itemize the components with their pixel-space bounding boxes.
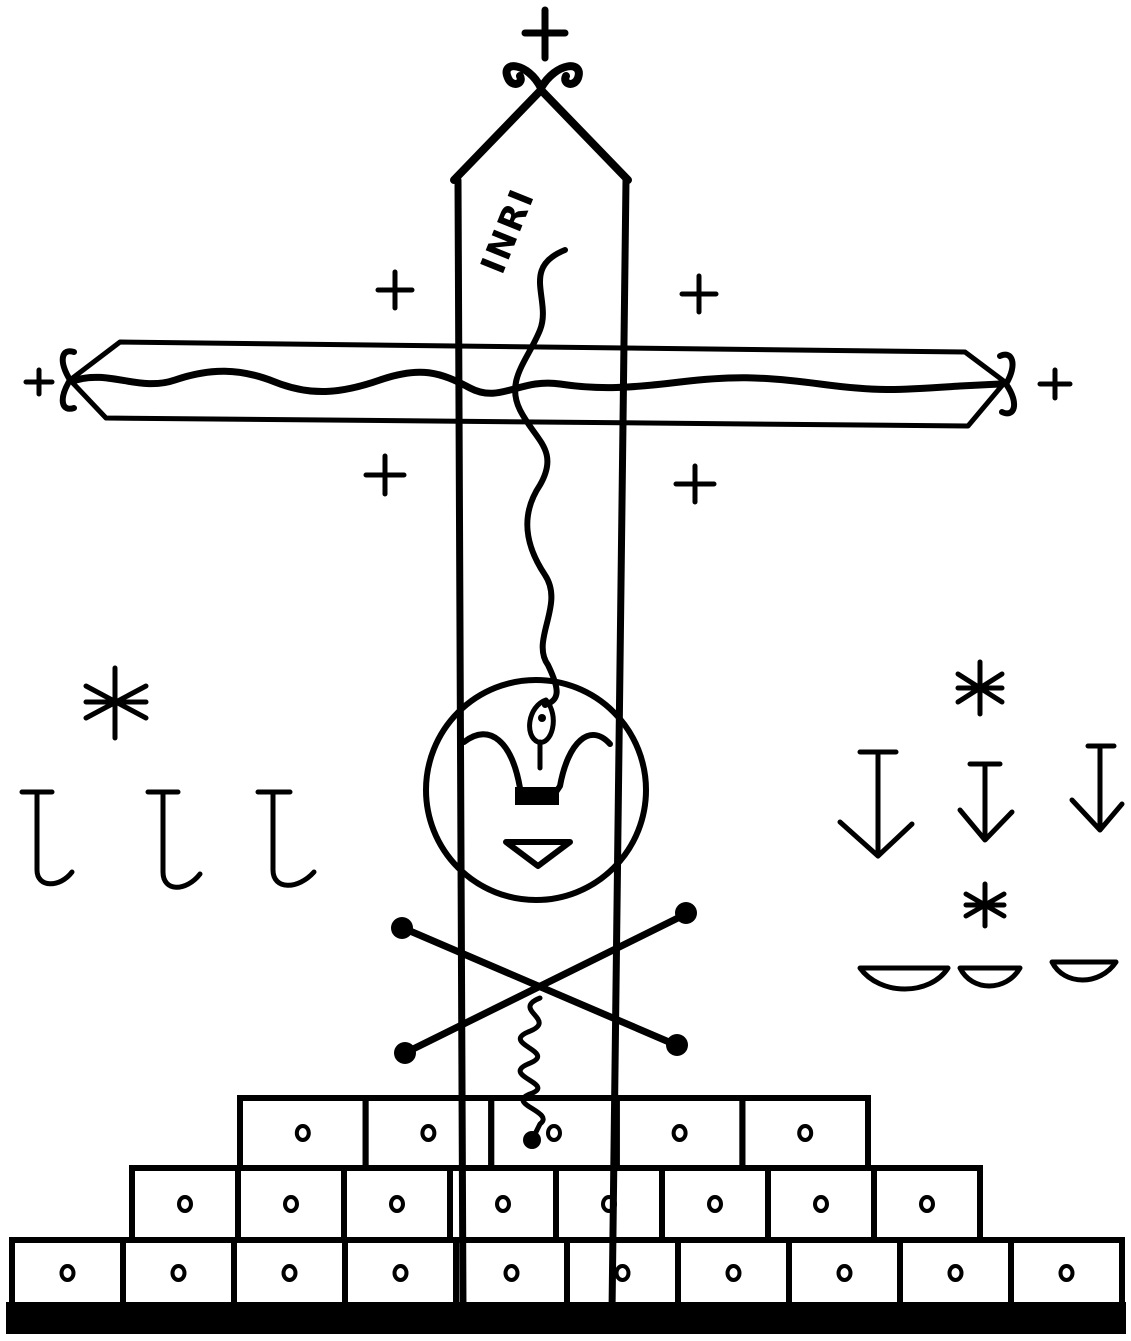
pyramid-block (742, 1098, 868, 1168)
top-finial (507, 10, 579, 88)
pyramid-block (240, 1098, 366, 1168)
base-bar (6, 1302, 1126, 1334)
block-circle (297, 1126, 309, 1140)
block-circle (799, 1126, 811, 1140)
serpent (515, 250, 565, 705)
block-circle (1061, 1266, 1073, 1280)
pyramid-block (617, 1098, 743, 1168)
block-circle (284, 1266, 296, 1280)
pyramid-block (662, 1168, 768, 1240)
left-star (86, 668, 146, 738)
spring-coil (520, 998, 543, 1140)
stepped-pyramid (12, 1098, 1122, 1306)
block-circle (950, 1266, 962, 1280)
block-circle (62, 1266, 74, 1280)
block-circle (548, 1126, 560, 1140)
right-star-top (958, 662, 1002, 714)
pyramid-block (678, 1240, 789, 1306)
pyramid-block (345, 1240, 456, 1306)
block-circle (391, 1197, 403, 1211)
pyramid-block (234, 1240, 345, 1306)
block-circle (497, 1197, 509, 1211)
pyramid-block (456, 1240, 567, 1306)
block-circle (422, 1126, 434, 1140)
block-circle (921, 1197, 933, 1211)
serpent-head (530, 700, 554, 768)
crossed-bones (391, 902, 697, 1064)
pyramid-block (1011, 1240, 1122, 1306)
pyramid-block (344, 1168, 450, 1240)
pyramid-block (789, 1240, 900, 1306)
right-arrows (840, 746, 1122, 856)
pyramid-block (900, 1240, 1011, 1306)
pyramid-block (874, 1168, 980, 1240)
block-circle (603, 1197, 615, 1211)
pyramid-block (238, 1168, 344, 1240)
block-circle (617, 1266, 629, 1280)
block-circle (395, 1266, 407, 1280)
inri-inscription: INRI (473, 183, 543, 280)
block-circle (674, 1126, 686, 1140)
block-circle (709, 1197, 721, 1211)
right-bowls (860, 962, 1116, 989)
pyramid-block (491, 1098, 617, 1168)
block-circle (506, 1266, 518, 1280)
block-circle (285, 1197, 297, 1211)
pyramid-block (123, 1240, 234, 1306)
block-circle (728, 1266, 740, 1280)
pyramid-block (567, 1240, 678, 1306)
block-circle (839, 1266, 851, 1280)
cross-beam (26, 342, 1070, 426)
pyramid-block (132, 1168, 238, 1240)
pyramid-block (12, 1240, 123, 1306)
pyramid-block (556, 1168, 662, 1240)
coil-end (523, 1131, 541, 1149)
block-circle (173, 1266, 185, 1280)
right-star-bottom (966, 884, 1004, 926)
left-hooks (22, 792, 314, 887)
block-circle (179, 1197, 191, 1211)
pyramid-block (768, 1168, 874, 1240)
block-circle (815, 1197, 827, 1211)
pyramid-block (366, 1098, 492, 1168)
serpent-eye (538, 714, 546, 722)
